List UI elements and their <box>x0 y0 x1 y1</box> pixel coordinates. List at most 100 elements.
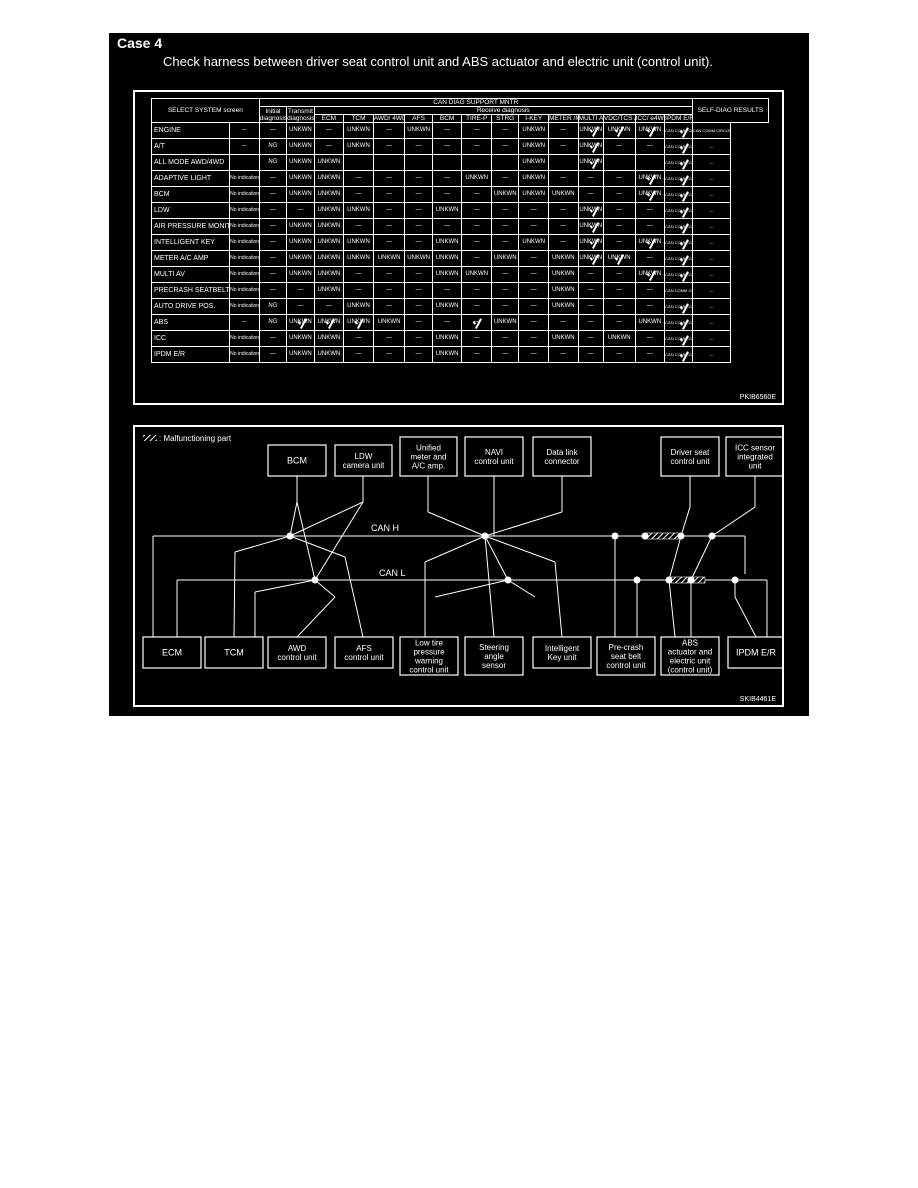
system-name: BCM <box>150 186 231 203</box>
receive-cell: — <box>577 298 604 315</box>
check-mark-icon <box>680 302 689 313</box>
receive-cell: UNKWN <box>548 186 579 203</box>
can-wire <box>314 579 336 598</box>
table-code: PKIB6560E <box>739 394 776 401</box>
receive-cell: — <box>404 314 433 331</box>
check-mark-icon <box>680 190 689 201</box>
can-diag-support-table: SELECT SYSTEM screen CAN DIAG SUPPORT MN… <box>150 98 770 363</box>
can-wire <box>344 556 364 638</box>
bottom-unit-label: AFS <box>356 644 372 653</box>
check-mark-icon <box>473 317 482 328</box>
self-diag-result: — <box>691 186 731 203</box>
receive-col-header: MULTI AV <box>577 114 604 123</box>
receive-cell: — <box>602 186 636 203</box>
receive-cell: — <box>490 234 520 251</box>
receive-cell: — <box>490 266 520 283</box>
can-wire <box>484 535 556 563</box>
system-name: AIR PRESSURE MONITOR <box>150 218 231 235</box>
self-diag-result: — <box>691 250 731 267</box>
receive-cell: UNKWN <box>431 250 463 267</box>
receive-cell: UNKWN <box>313 170 345 187</box>
self-diag-result: — <box>691 154 731 171</box>
transmit-diag-cell: — <box>258 250 288 267</box>
initial-diag-cell: No indication <box>229 202 260 219</box>
receive-cell: — <box>602 282 636 299</box>
system-name: ABS <box>150 314 231 331</box>
receive-cell: — <box>490 218 520 235</box>
receive-cell: UNKWN <box>518 154 549 171</box>
can-wire <box>234 535 291 553</box>
receive-cell: UNKWN <box>461 170 492 187</box>
check-mark-icon <box>355 317 364 328</box>
receive-cell: — <box>404 170 433 187</box>
bottom-unit-box <box>464 636 524 676</box>
can-wire <box>668 579 676 638</box>
receive-cell <box>372 154 406 171</box>
receive-cell: UNKWN <box>343 250 374 267</box>
receive-cell: UNKWN <box>286 122 315 139</box>
receive-cell: — <box>634 282 666 299</box>
receive-cell: UNKWN <box>286 186 315 203</box>
legend-hatch-icon <box>143 435 157 441</box>
can-l-label: CAN L <box>379 568 406 578</box>
check-mark-icon <box>680 350 689 361</box>
initial-diag-cell <box>229 154 260 171</box>
bottom-unit-label: angle <box>484 652 504 661</box>
receive-cell: UNKWN <box>602 122 636 139</box>
receive-cell: UNKWN <box>286 154 315 171</box>
receive-cell <box>602 154 636 171</box>
receive-cell <box>490 154 520 171</box>
self-diag-result: — <box>691 330 731 347</box>
check-mark-icon <box>680 174 689 185</box>
top-unit-label: Data link <box>546 448 578 457</box>
can-h-label: CAN H <box>371 523 399 533</box>
receive-cell: UNKWN <box>634 186 666 203</box>
receive-cell: UNKWN <box>313 218 345 235</box>
receive-cell: — <box>404 346 433 363</box>
receive-cell: — <box>286 298 315 315</box>
can-wire <box>507 579 536 598</box>
transmit-diag-cell: — <box>258 186 288 203</box>
case-title: Case 4 <box>117 35 163 51</box>
receive-cell: — <box>286 282 315 299</box>
self-diag-result: CAN COMM CIRCUIT [U1000] <box>664 186 693 203</box>
receive-cell: — <box>577 266 604 283</box>
top-unit-box <box>399 436 458 477</box>
system-name: ALL MODE AWD/4WD <box>150 154 231 171</box>
receive-cell: UNKWN <box>404 122 433 139</box>
check-mark-icon <box>680 222 689 233</box>
receive-cell: UNKWN <box>286 346 315 363</box>
receive-cell: — <box>548 170 579 187</box>
receive-cell: UNKWN <box>313 234 345 251</box>
receive-cell: UNKWN <box>286 234 315 251</box>
receive-cell: UNKWN <box>404 250 433 267</box>
self-diag-result: — <box>691 266 731 283</box>
self-diag-result: — <box>691 170 731 187</box>
self-diag-result: — <box>691 346 731 363</box>
receive-cell: UNKWN <box>313 250 345 267</box>
receive-cell: UNKWN <box>313 202 345 219</box>
receive-cell: UNKWN <box>577 218 604 235</box>
receive-cell: UNKWN <box>548 266 579 283</box>
can-wire <box>484 535 495 638</box>
receive-cell: — <box>490 330 520 347</box>
top-unit-box <box>725 436 782 477</box>
initial-diag-cell: — <box>229 314 260 331</box>
transmit-diag-cell: — <box>258 330 288 347</box>
system-name: PRECRASH SEATBELT <box>150 282 231 299</box>
receive-cell: — <box>461 346 492 363</box>
receive-cell: UNKWN <box>490 314 520 331</box>
receive-cell: UNKWN <box>313 330 345 347</box>
can-wire <box>289 501 364 537</box>
receive-col-header: ICC/ e4WD <box>634 114 666 123</box>
receive-cell: UNKWN <box>602 250 636 267</box>
receive-cell: — <box>602 266 636 283</box>
bottom-unit-label: electric unit <box>670 657 711 666</box>
top-unit-box <box>464 436 524 477</box>
bottom-unit-label: ABS <box>682 639 698 648</box>
initial-diag-cell: No indication <box>229 218 260 235</box>
receive-cell: — <box>404 218 433 235</box>
